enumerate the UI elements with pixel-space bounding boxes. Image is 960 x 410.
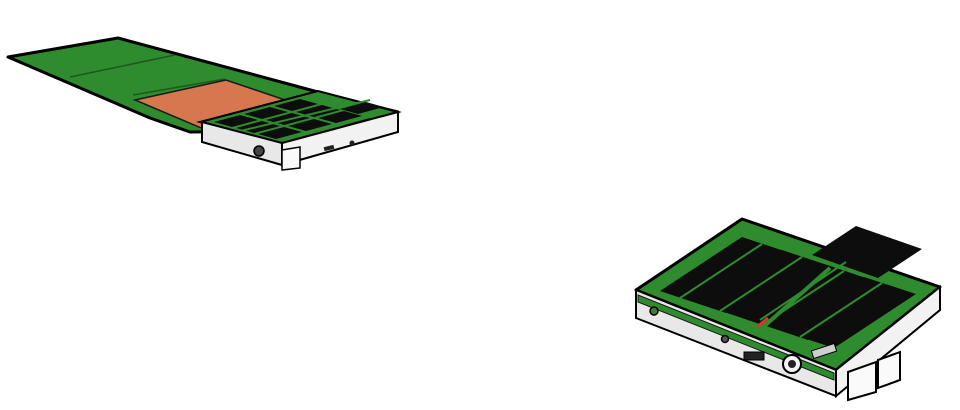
frame-tab [281,146,301,171]
screw-icon [720,334,730,344]
usb-port-icon [743,351,765,361]
display-window-icon [810,342,838,360]
solar-cells [660,226,922,348]
usb-port-icon [323,144,335,152]
round-port-inner-icon [788,360,796,368]
screw-icon [649,306,659,316]
red-indicator [756,316,769,329]
center-trace [758,266,832,332]
frame-tab [877,350,901,390]
solar-panel-device-unfolded [6,36,402,171]
frame-tab [847,360,877,402]
round-port-icon [253,145,265,157]
flap-fold-line [69,54,176,78]
solar-panel-device-folded [634,217,942,402]
board-divider [231,99,371,134]
flap-fold-line [132,78,226,96]
button-icon [349,140,355,146]
